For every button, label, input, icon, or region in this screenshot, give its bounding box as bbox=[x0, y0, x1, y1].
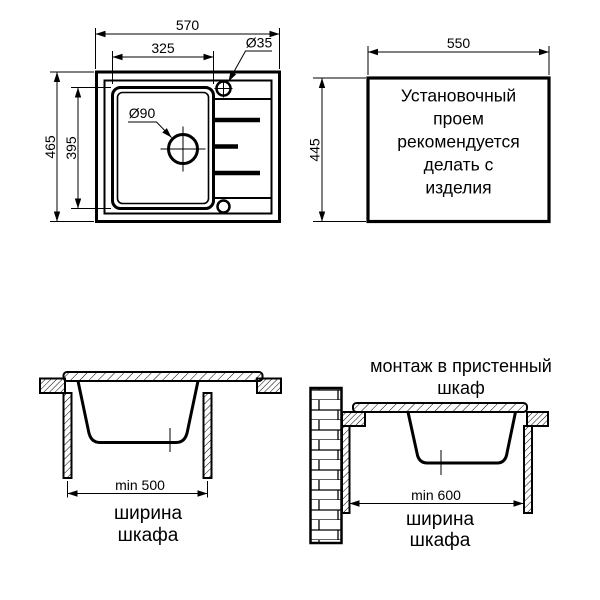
sink-rim-section bbox=[62, 371, 264, 382]
bowl-section-profile bbox=[76, 380, 200, 444]
cutout-note-line-5: изделия bbox=[425, 178, 491, 198]
standard-cabinet-section-drawing: min 500 ширина шкафа bbox=[39, 371, 282, 546]
wall-mount-title-line-1: монтаж в пристенный bbox=[370, 356, 552, 376]
drain-hole-label: Ø90 bbox=[129, 105, 156, 121]
cabinet-wall-right bbox=[523, 425, 533, 514]
wall-mount-title-line-2: шкаф bbox=[437, 378, 485, 398]
cutout-note-line-3: рекомендуется bbox=[397, 132, 519, 152]
cutout-note-line-1: Установочный bbox=[401, 86, 516, 106]
cabinet-width-caption-line-2: шкафа bbox=[410, 530, 471, 551]
cabinet-width-caption-line-1: ширина bbox=[114, 503, 183, 524]
dim-325-label: 325 bbox=[151, 40, 175, 56]
dim-465-label: 465 bbox=[42, 135, 58, 159]
drain-hole-leader-line bbox=[128, 121, 172, 138]
top-view-drawing: 570 325 465 395 Ø35 Ø90 bbox=[42, 17, 281, 223]
bowl-inner-edge bbox=[116, 91, 210, 205]
installation-cutout-drawing: 550 445 Установочный проем рекомендуется… bbox=[307, 35, 551, 224]
dim-570-label: 570 bbox=[176, 17, 200, 33]
countertop-block-right bbox=[526, 411, 549, 427]
cutout-note-line-4: делать с bbox=[424, 155, 494, 175]
countertop-block-right bbox=[256, 377, 282, 394]
sink-rim-section bbox=[352, 402, 528, 413]
countertop-block-left bbox=[341, 411, 366, 427]
wall-cabinet-section-drawing: монтаж в пристенный шкаф min 600 ширина … bbox=[309, 356, 552, 551]
cutout-note-line-2: проем bbox=[433, 109, 484, 129]
dim-395-label: 395 bbox=[63, 136, 79, 160]
cabinet-width-caption-line-2: шкафа bbox=[118, 525, 179, 546]
dim-550-label: 550 bbox=[447, 35, 471, 51]
dim-min600-label: min 600 bbox=[411, 487, 461, 503]
faucet-hole-crosshair bbox=[214, 79, 233, 98]
sink-rim-inner-edge bbox=[103, 79, 273, 215]
faucet-hole-label: Ø35 bbox=[246, 35, 273, 51]
dim-min500-label: min 500 bbox=[115, 477, 165, 493]
bowl-outer-edge bbox=[111, 86, 215, 210]
bowl-section-profile bbox=[406, 411, 517, 465]
cabinet-wall-left bbox=[62, 392, 73, 479]
cabinet-wall-right bbox=[202, 392, 213, 479]
faucet-hole-leader-line bbox=[228, 50, 272, 82]
cabinet-wall-left bbox=[341, 425, 351, 514]
countertop-block-left bbox=[39, 377, 66, 394]
cutout-rect bbox=[366, 76, 551, 224]
dim-445-label: 445 bbox=[307, 138, 323, 162]
cabinet-width-caption-line-1: ширина bbox=[406, 509, 475, 530]
drain-hole-crosshair bbox=[160, 126, 206, 172]
sink-outer-edge bbox=[95, 70, 281, 223]
brick-wall bbox=[309, 386, 343, 545]
overflow-hole-circle bbox=[216, 199, 231, 214]
